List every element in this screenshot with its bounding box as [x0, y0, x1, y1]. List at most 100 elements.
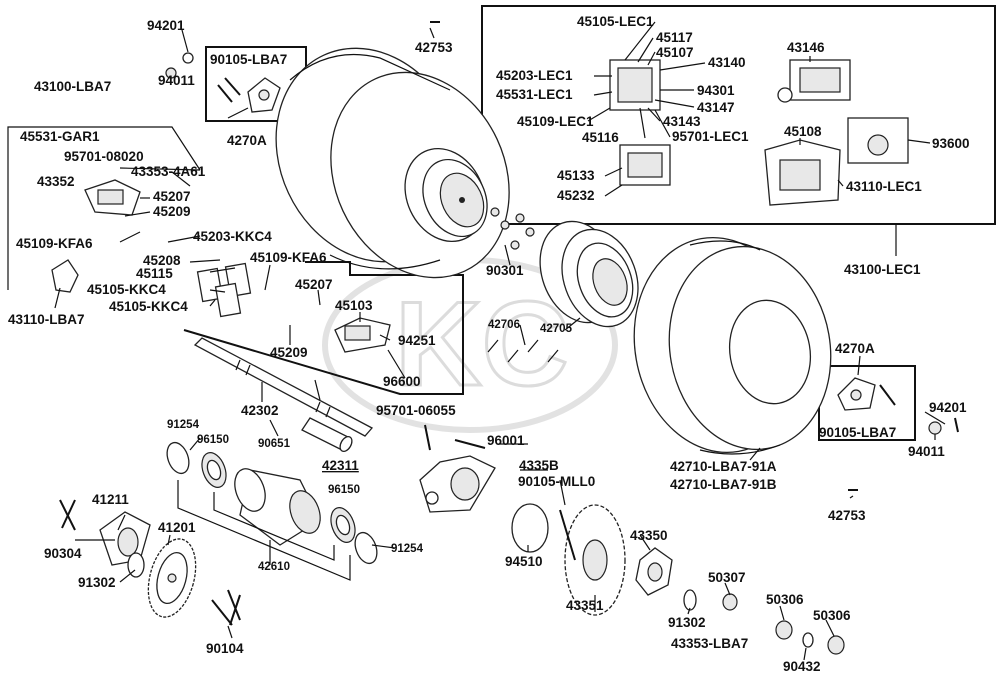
- label-50306-a: 50306: [766, 592, 804, 607]
- caliper-43146: [777, 59, 851, 103]
- label-45103: 45103: [335, 298, 373, 313]
- nut-94011-tl: [165, 67, 177, 79]
- label-4335b: 4335B: [519, 458, 559, 473]
- label-96150-b: 96150: [328, 484, 360, 496]
- label-43353-lba7: 43353-LBA7: [671, 636, 748, 651]
- label-91254-a: 91254: [167, 419, 200, 431]
- label-43143: 43143: [663, 114, 701, 129]
- label-45232: 45232: [557, 188, 595, 203]
- label-43110-lec1: 43110-LEC1: [846, 179, 922, 194]
- hub-4270A-right: [837, 377, 896, 411]
- bolts-90304: [59, 499, 76, 531]
- label-45117: 45117: [656, 30, 693, 45]
- label-42753-bottom: 42753: [828, 508, 866, 523]
- tire-right: [633, 236, 832, 455]
- caliper-93600: [847, 117, 909, 164]
- label-94251: 94251: [398, 333, 436, 348]
- label-95701-lec1: 95701-LEC1: [672, 129, 749, 144]
- wheel-rim-42705: [539, 220, 639, 328]
- label-45203-kkc4: 45203-KKC4: [193, 229, 272, 244]
- washer-90432: [802, 632, 814, 648]
- tire-left: [275, 47, 510, 279]
- oring-91302-b: [683, 589, 697, 611]
- caliper-subassembly-box: [183, 261, 464, 395]
- label-43353-4a61: 43353-4A61: [131, 164, 206, 179]
- label-45133: 45133: [557, 168, 595, 183]
- nut-50306-a: [775, 620, 793, 640]
- bracket-43110-lec1: [764, 139, 841, 206]
- label-96600: 96600: [383, 374, 421, 389]
- spacer-42311: [301, 417, 353, 453]
- bracket-43110-lba7: [51, 259, 79, 293]
- caliper-bracket-4335B: [419, 455, 496, 513]
- watermark-text: KC: [395, 277, 568, 411]
- label-43100-lba7: 43100-LBA7: [34, 79, 111, 94]
- label-45531-lec1: 45531-LEC1: [496, 87, 573, 102]
- label-43140: 43140: [708, 55, 746, 70]
- disc-hub-43350: [635, 547, 673, 596]
- label-45209-b: 45209: [270, 345, 308, 360]
- sprocket-41201: [147, 538, 197, 618]
- label-91254-b: 91254: [391, 543, 424, 555]
- label-94301: 94301: [697, 83, 735, 98]
- label-42705: 42705: [540, 323, 573, 335]
- lug-studs-42706: [487, 339, 559, 363]
- label-43350: 43350: [630, 528, 668, 543]
- label-43147: 43147: [697, 100, 735, 115]
- label-96001: 96001: [487, 433, 525, 448]
- label-42706: 42706: [488, 319, 520, 331]
- label-45531-gar1: 45531-GAR1: [20, 129, 100, 144]
- label-90105-lba7-tl: 90105-LBA7: [210, 52, 287, 67]
- label-94201-tl: 94201: [147, 18, 185, 33]
- label-90432: 90432: [783, 659, 821, 674]
- stud-94201-r: [954, 417, 959, 433]
- caliper-lec1-45133: [619, 144, 671, 186]
- label-43110-lba7: 43110-LBA7: [8, 312, 85, 327]
- label-45207-a: 45207: [153, 189, 191, 204]
- lug-nuts-90301: [490, 207, 535, 250]
- label-42710-b: 42710-LBA7-91B: [670, 477, 777, 492]
- label-45116: 45116: [582, 130, 619, 145]
- label-42311: 42311: [322, 458, 359, 473]
- sprocket-hub-41211: [99, 511, 151, 578]
- label-91302-b: 91302: [668, 615, 706, 630]
- label-43100-lec1: 43100-LEC1: [844, 262, 921, 277]
- seal-94510: [511, 503, 549, 553]
- label-42610: 42610: [258, 561, 290, 573]
- label-45105-lec1: 45105-LEC1: [577, 14, 654, 29]
- nut-94011-r: [928, 421, 942, 435]
- label-45109-kfa6-a: 45109-KFA6: [16, 236, 93, 251]
- label-95701-06055: 95701-06055: [376, 403, 456, 418]
- label-94201-r: 94201: [929, 400, 967, 415]
- label-45107: 45107: [656, 45, 694, 60]
- leader-lines: [54, 21, 946, 661]
- part-labels: 94201 94011 90105-LBA7 4270A 42753 43100…: [8, 14, 970, 674]
- label-90301: 90301: [486, 263, 524, 278]
- label-45208: 45208: [143, 253, 181, 268]
- label-95701-08020: 95701-08020: [64, 149, 144, 164]
- label-90651: 90651: [258, 438, 291, 450]
- label-43352: 43352: [37, 174, 75, 189]
- label-4270a-tl: 4270A: [227, 133, 267, 148]
- label-42710-a: 42710-LBA7-91A: [670, 459, 777, 474]
- bolts-90104: [211, 589, 241, 626]
- label-94510: 94510: [505, 554, 543, 569]
- label-45203-lec1: 45203-LEC1: [496, 68, 573, 83]
- label-90104: 90104: [206, 641, 244, 656]
- label-90304: 90304: [44, 546, 82, 561]
- label-94011-r: 94011: [908, 444, 945, 459]
- label-4270a-r: 4270A: [835, 341, 875, 356]
- caliper-45103: [334, 317, 391, 353]
- brake-pads-kkc4: [196, 262, 252, 318]
- nut-50306-b: [827, 635, 845, 655]
- caliper-43352: [84, 179, 141, 216]
- label-41211: 41211: [92, 492, 129, 507]
- nut-50307: [722, 593, 738, 611]
- label-43146: 43146: [787, 40, 825, 55]
- bearing-housing-42610: [166, 441, 378, 565]
- brake-disc-43351: [564, 504, 626, 616]
- bolt-95701-06055: [424, 424, 431, 451]
- caliper-bracket-lba7: [7, 126, 201, 290]
